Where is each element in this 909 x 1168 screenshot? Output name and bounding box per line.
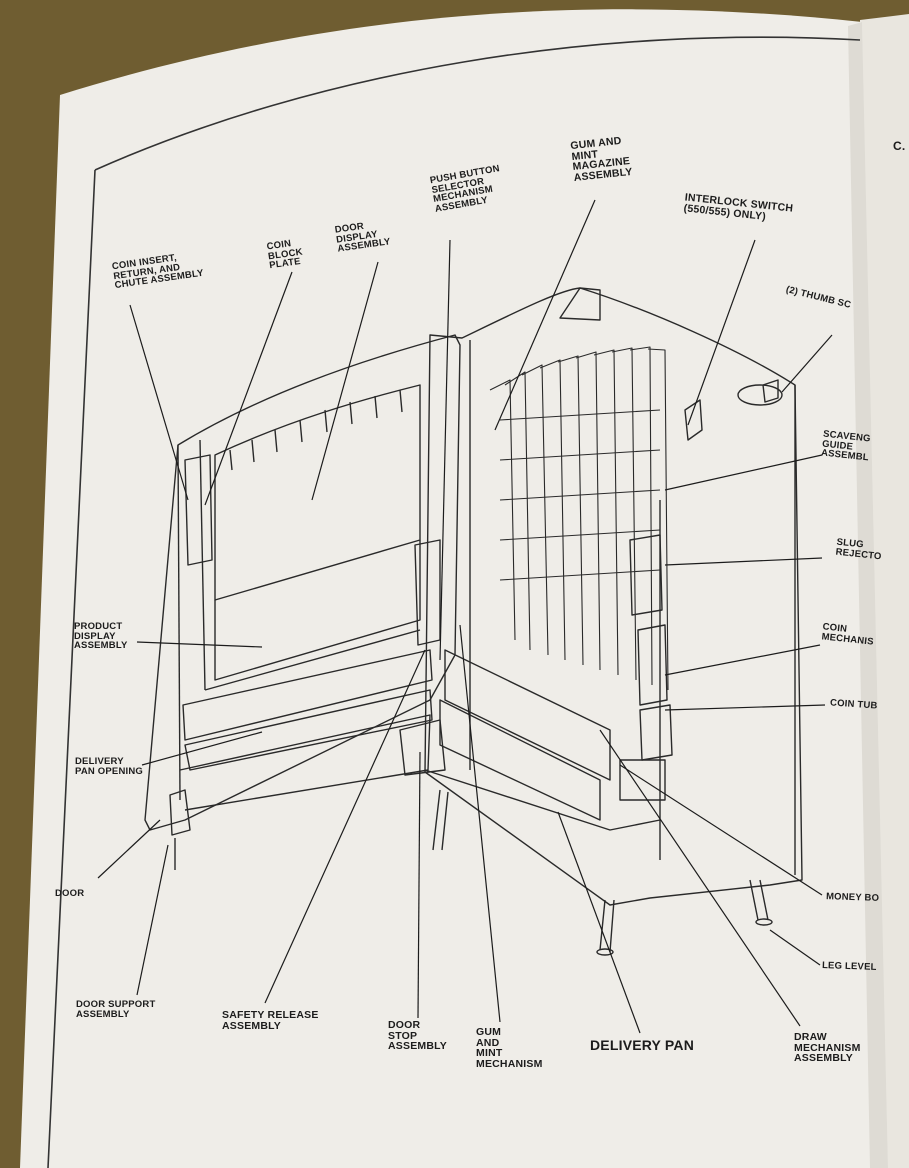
label-coin-block-plate: COIN BLOCK PLATE [266,238,304,272]
leg-back-right [749,879,769,921]
label-delivery-pan-opening: DELIVERY PAN OPENING [75,756,144,777]
door-outline [144,334,461,831]
cabinet-outline [424,287,803,906]
door-display-window [214,384,421,601]
label-gum-and-mint-magazine-assembly: GUM AND MINT MAGAZINE ASSEMBLY [569,134,634,184]
label-door-support-assembly: DOOR SUPPORT ASSEMBLY [76,999,156,1020]
label-scavenger-guide-assembly: SCAVENG GUIDE ASSEMBL [820,428,872,464]
label-leg-leveler: LEG LEVEL [821,960,877,973]
label-product-display-assembly: PRODUCT DISPLAY ASSEMBLY [74,621,128,651]
leg-front-left [432,789,449,851]
label-slug-rejector: SLUG REJECTO [835,536,883,562]
vending-machine-drawing [144,287,803,956]
diagram-frame [47,36,861,1168]
label-gum-and-mint-mechanism: GUM AND MINT MECHANISM [476,1026,543,1070]
label-door-stop-assembly: DOOR STOP ASSEMBLY [388,1019,447,1052]
leg-front-right [599,899,615,953]
label-money-box: MONEY BO [825,891,880,904]
manual-page [20,9,888,1168]
label-draw-mechanism-assembly: DRAW MECHANISM ASSEMBLY [794,1031,861,1064]
magazine-columns [489,346,669,691]
label-safety-release-assembly: SAFETY RELEASE ASSEMBLY [222,1009,319,1032]
label-delivery-pan: DELIVERY PAN [590,1037,695,1053]
corner-mark: C. [893,139,906,153]
leader-lines [97,199,833,1034]
label-door: DOOR [55,888,85,899]
